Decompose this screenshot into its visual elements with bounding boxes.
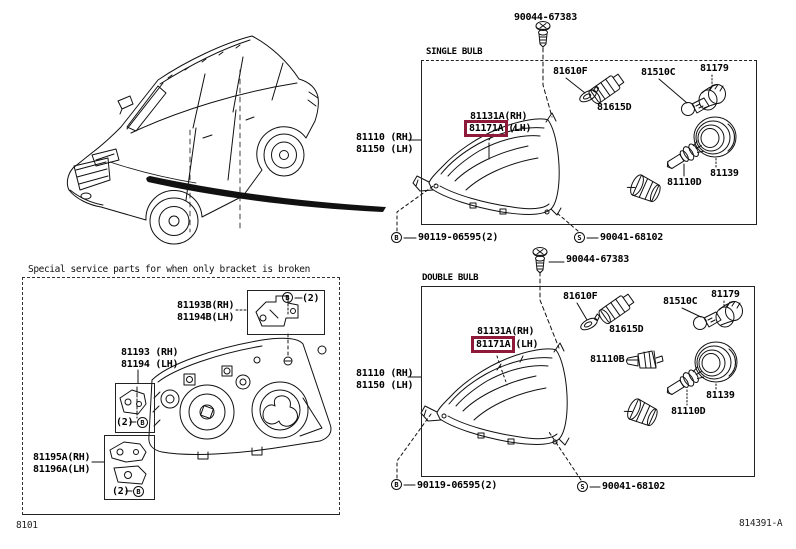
bracket-inset-box-c xyxy=(104,435,155,500)
double-bulb-section-label: DOUBLE BULB xyxy=(422,273,479,283)
lens-label-rh-double[interactable]: 81131A(RH) xyxy=(477,326,535,337)
assembly-label-lh-single[interactable]: 81150 (LH) xyxy=(356,144,414,155)
bracket-inset-box-b xyxy=(115,383,155,433)
special-parts-art xyxy=(91,295,332,492)
part-label-90044-67383-double[interactable]: 90044-67383 xyxy=(566,254,629,265)
part-label-81179-single[interactable]: 81179 xyxy=(700,63,729,74)
single-bulb-section-label: SINGLE BULB xyxy=(426,47,483,57)
part-label-90041-68102-single[interactable]: 90041-68102 xyxy=(600,232,663,243)
part-label-81194B-lh[interactable]: 81194B(LH) xyxy=(177,312,235,323)
fastener-marker-s-double: S xyxy=(577,481,588,492)
part-label-81194-lh[interactable]: 81194 (LH) xyxy=(121,359,179,370)
part-label-81193B-rh[interactable]: 81193B(RH) xyxy=(177,300,235,311)
part-label-81196A-lh[interactable]: 81196A(LH) xyxy=(33,464,91,475)
qty-label-inset-a: (2) xyxy=(302,293,320,304)
assembly-label-lh-double[interactable]: 81150 (LH) xyxy=(356,380,414,391)
highlighted-part-81171A-single[interactable]: 81171A xyxy=(464,120,509,137)
part-label-81610F-single[interactable]: 81610F xyxy=(553,66,588,77)
part-label-81193-rh[interactable]: 81193 (RH) xyxy=(121,347,179,358)
figure-code: 8101 xyxy=(16,520,38,531)
qty-label-inset-b: (2) xyxy=(116,417,134,428)
lens-label-lh-single[interactable]: 81171A(LH) xyxy=(464,120,532,137)
part-label-81615D-single[interactable]: 81615D xyxy=(597,102,632,113)
lens-label-rh-single[interactable]: 81131A(RH) xyxy=(470,111,528,122)
qty-label-inset-c: (2) xyxy=(112,486,130,497)
part-label-81510C-double[interactable]: 81510C xyxy=(663,296,698,307)
part-label-81615D-double[interactable]: 81615D xyxy=(609,324,644,335)
fastener-marker-s-single: S xyxy=(574,232,585,243)
special-section-title: Special service parts for when only brac… xyxy=(28,264,310,275)
part-label-90119-06595-double[interactable]: 90119-06595(2) xyxy=(417,480,498,491)
part-label-81110D-double[interactable]: 81110D xyxy=(671,406,706,417)
special-parts-box xyxy=(22,277,340,515)
single-bulb-box xyxy=(421,60,757,225)
part-label-81195A-rh[interactable]: 81195A(RH) xyxy=(33,452,91,463)
part-label-81110D-single[interactable]: 81110D xyxy=(667,177,702,188)
drawing-code: 814391-A xyxy=(739,518,783,529)
double-bulb-box xyxy=(421,286,755,477)
part-label-81510C-single[interactable]: 81510C xyxy=(641,67,676,78)
fastener-marker-b-double: B xyxy=(391,479,402,490)
double-bulb-art xyxy=(396,247,743,488)
marker-b-inset-b: B xyxy=(137,417,148,428)
part-label-90041-68102-double[interactable]: 90041-68102 xyxy=(602,481,665,492)
marker-b-inset-a: B xyxy=(282,292,293,303)
part-label-81610F-double[interactable]: 81610F xyxy=(563,291,598,302)
highlighted-part-81171A-double[interactable]: 81171A xyxy=(471,336,516,353)
lens-label-lh-double[interactable]: 81171A(LH) xyxy=(471,336,539,353)
part-label-81139-single[interactable]: 81139 xyxy=(710,168,739,179)
part-label-90044-67383-single[interactable]: 90044-67383 xyxy=(514,12,577,23)
single-bulb-art xyxy=(396,21,737,239)
assembly-label-rh-double[interactable]: 81110 (RH) xyxy=(356,368,414,379)
part-label-81179-double[interactable]: 81179 xyxy=(711,289,740,300)
part-label-81139-double[interactable]: 81139 xyxy=(706,390,735,401)
part-label-81110B-double[interactable]: 81110B xyxy=(590,354,625,365)
bracket-inset-box-a xyxy=(247,290,325,335)
marker-b-inset-c: B xyxy=(133,486,144,497)
pointer-arrow xyxy=(146,176,386,212)
vehicle-illustration xyxy=(66,35,319,245)
fastener-marker-b-single: B xyxy=(391,232,402,243)
part-label-90119-06595-single[interactable]: 90119-06595(2) xyxy=(418,232,499,243)
lens-lh-side-double: (LH) xyxy=(515,339,539,350)
lens-lh-side-single: (LH) xyxy=(508,123,532,134)
assembly-label-rh-single[interactable]: 81110 (RH) xyxy=(356,132,414,143)
